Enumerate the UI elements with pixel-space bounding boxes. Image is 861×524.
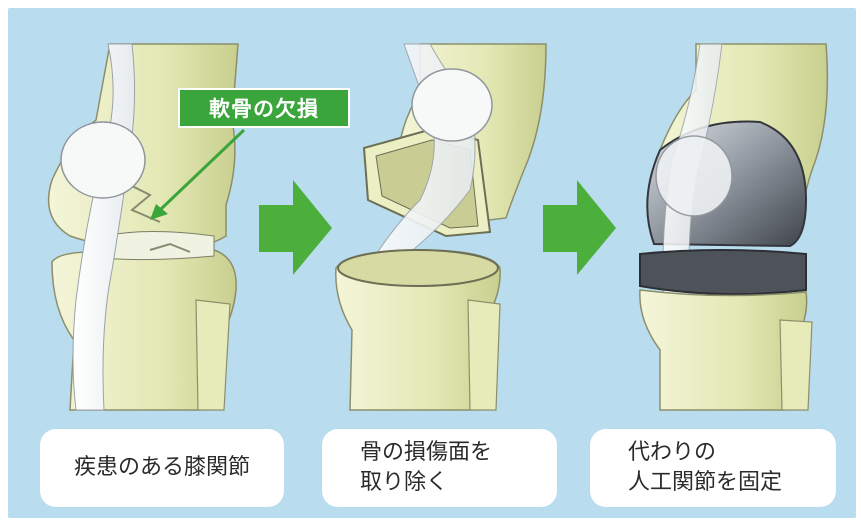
resected-knee-illustration xyxy=(336,44,546,410)
cartilage-defect-label: 軟骨の欠損 xyxy=(178,88,350,128)
step-1-caption: 疾患のある膝関節 xyxy=(40,429,284,507)
tibia-cut-surface xyxy=(338,250,498,286)
patella xyxy=(656,136,732,216)
tibial-implant xyxy=(640,250,806,294)
step-2-caption: 骨の損傷面を 取り除く xyxy=(322,429,557,507)
step-3-caption-line-2: 人工関節を固定 xyxy=(628,468,782,498)
patella xyxy=(61,122,145,198)
step-3-caption: 代わりの 人工関節を固定 xyxy=(590,429,836,507)
step-2-caption-line-2: 取り除く xyxy=(360,468,492,498)
cartilage-defect-label-text: 軟骨の欠損 xyxy=(209,93,319,123)
step-1-caption-text: 疾患のある膝関節 xyxy=(74,453,250,483)
patella xyxy=(412,69,492,141)
artificial-knee-illustration xyxy=(640,44,828,410)
right-arrow-icon xyxy=(259,180,332,275)
right-arrow-icon xyxy=(543,180,616,275)
step-3-caption-line-1: 代わりの xyxy=(628,438,782,468)
step-2-caption-line-1: 骨の損傷面を xyxy=(360,438,492,468)
